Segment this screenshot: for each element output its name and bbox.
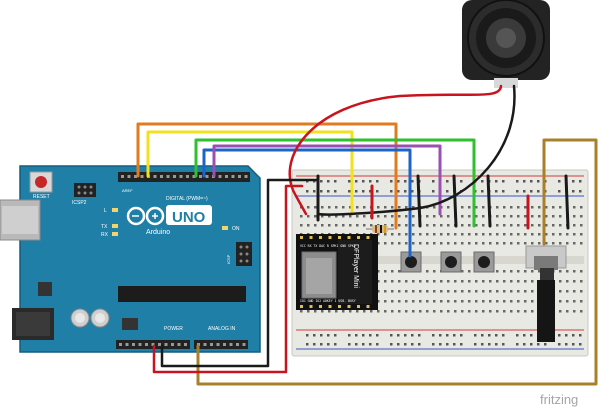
icsp-header <box>236 242 252 266</box>
brand-label: Arduino <box>146 229 170 236</box>
dfplayer-name: DFPlayer Mini <box>352 244 359 288</box>
microcontroller-chip <box>118 286 246 302</box>
dfplayer-pins <box>300 236 370 308</box>
on-led-label: ON <box>232 226 240 232</box>
arduino-uno-board: RESET ICSP2 DIGITAL (PWM=~) AREF L TX RX… <box>0 165 261 353</box>
jumper-black <box>416 174 422 228</box>
digital-header <box>118 172 250 182</box>
wire-red-speaker <box>288 84 503 216</box>
arduino-logo-icon <box>126 206 165 226</box>
dfplayer-pins-bottom: IO1 GND IO2 ADKEY 1 USB- BUSY <box>300 299 356 303</box>
model-label: UNO <box>172 209 206 226</box>
wire-black <box>160 178 320 368</box>
wire-brown <box>196 138 598 386</box>
dfplayer-pins-top: VCC RX TX DAC R SPK1 GND SPK2 <box>300 244 356 248</box>
speaker <box>462 0 550 88</box>
analog-header <box>194 340 248 349</box>
analog-label: ANALOG IN <box>208 326 236 332</box>
wire-yellow <box>146 130 354 216</box>
led-tx-label: TX <box>101 224 108 230</box>
power-label: POWER <box>164 326 183 332</box>
push-button[interactable] <box>473 251 495 273</box>
push-button[interactable] <box>440 251 462 273</box>
wire-blue <box>202 148 412 258</box>
aref-label: AREF <box>122 188 133 193</box>
jumper-black <box>486 174 492 228</box>
fritzing-watermark: fritzing <box>540 392 578 407</box>
wire-purple <box>212 144 442 216</box>
wire-black-speaker <box>316 84 516 216</box>
wire-orange <box>136 122 398 230</box>
digital-label: DIGITAL (PWM=~) <box>166 196 208 202</box>
icsp2-label: ICSP2 <box>72 200 87 206</box>
jumper-black <box>452 174 458 228</box>
wires <box>136 84 598 386</box>
reset-button[interactable] <box>35 176 47 188</box>
led-l-label: L <box>104 208 107 214</box>
reset-label: RESET <box>33 194 50 200</box>
potentiometer[interactable] <box>525 245 567 342</box>
resistor <box>366 225 394 233</box>
icsp2-header <box>74 183 96 197</box>
dfplayer-mini-module: DFPlayer Mini VCC RX TX DAC R SPK1 GND S… <box>296 234 378 310</box>
jumper-black <box>564 174 570 230</box>
led-rx-label: RX <box>101 232 109 238</box>
icsp-label: ICSP <box>226 254 231 264</box>
